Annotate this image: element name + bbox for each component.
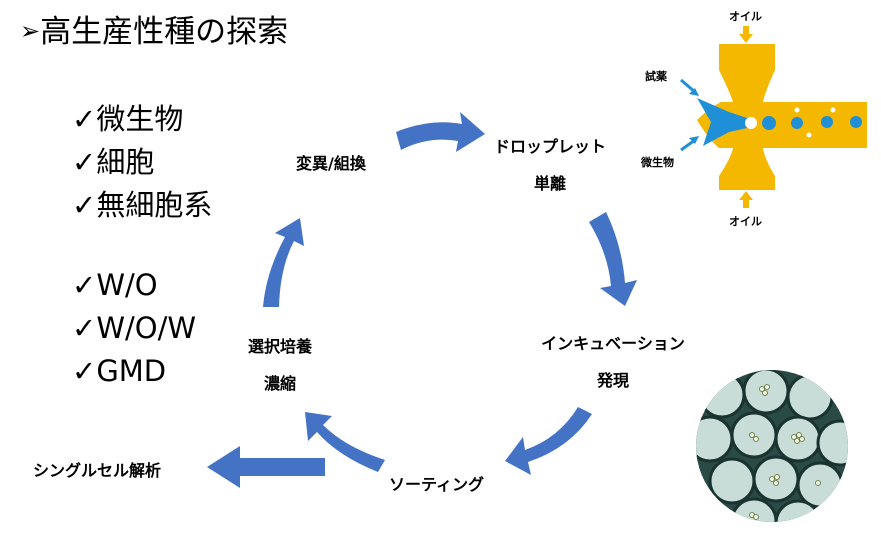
chip-channel <box>697 44 867 190</box>
droplet-cell <box>794 107 800 113</box>
bullet-arrow-icon: ➢ <box>20 17 41 45</box>
micro-cells <box>749 384 821 520</box>
microbe-label: 微生物 <box>640 155 674 169</box>
list-item: ✓W/O/W <box>72 311 197 345</box>
label-incubation-line1: インキュベーション <box>541 334 685 353</box>
label-droplet: ドロップレット 単離 <box>484 133 616 194</box>
label-selection-line1: 選択培養 <box>247 337 312 356</box>
droplet <box>762 116 776 130</box>
droplet-cell <box>806 132 812 138</box>
check-icon: ✓ <box>72 311 97 345</box>
list-item: ✓微生物 <box>72 102 184 136</box>
label-selection-line2: 濃縮 <box>263 374 296 393</box>
droplet <box>791 117 803 129</box>
check-icon: ✓ <box>72 188 97 222</box>
micro-droplet <box>696 415 734 463</box>
emulsion-list: ✓W/O ✓W/O/W ✓GMD <box>72 264 196 393</box>
list-item: ✓無細胞系 <box>72 188 213 222</box>
micro-droplet <box>774 499 822 522</box>
label-droplet-line2: 単離 <box>533 174 566 193</box>
arrow-droplet-to-incubation <box>589 212 637 306</box>
droplet-chip-illustration: オイル オイル 試薬 微生物 <box>640 10 867 228</box>
micro-droplet <box>708 457 756 505</box>
label-incubation: インキュベーション 発現 <box>528 330 698 391</box>
oil-bottom-arrow <box>739 191 753 208</box>
list-item: ✓W/O <box>72 268 158 302</box>
oil-top-arrow <box>739 26 753 43</box>
reagent-label: 試薬 <box>645 69 668 83</box>
arrow-to-single-cell <box>207 446 325 488</box>
label-mutation: 変異/組換 <box>296 154 366 173</box>
check-icon: ✓ <box>72 145 97 179</box>
droplet-cell <box>830 107 836 113</box>
label-selection: 選択培養 濃縮 <box>232 333 328 394</box>
microbe-arrow <box>680 138 696 152</box>
label-incubation-line2: 発現 <box>596 371 629 390</box>
reagent-stream <box>697 98 747 146</box>
micro-droplet <box>786 373 834 421</box>
reagent-arrowhead <box>689 88 699 96</box>
reagent-arrow <box>680 78 696 94</box>
arrow-mutation-to-droplet <box>396 112 485 152</box>
oil-bottom-label: オイル <box>729 215 762 228</box>
check-icon: ✓ <box>72 354 97 388</box>
label-droplet-line1: ドロップレット <box>493 137 606 156</box>
list-item: ✓GMD <box>72 354 167 388</box>
droplet <box>821 116 833 128</box>
micro-droplet <box>698 371 746 419</box>
droplet <box>850 116 862 128</box>
page-title: ➢高生産性種の探索 <box>20 12 288 54</box>
organism-list: ✓微生物 ✓細胞 ✓無細胞系 <box>72 98 212 227</box>
check-icon: ✓ <box>72 102 97 136</box>
droplet <box>745 117 757 129</box>
list-item: ✓細胞 <box>72 145 155 179</box>
microbe-arrowhead <box>689 136 699 144</box>
micro-droplet <box>816 419 848 467</box>
label-sorting: ソーティング <box>389 475 485 494</box>
arrow-sorting-to-selection <box>305 412 385 472</box>
arrow-incubation-to-sorting <box>505 407 592 475</box>
droplet-micrograph <box>696 370 848 522</box>
arrow-selection-to-mutation <box>263 218 304 307</box>
oil-top-label: オイル <box>729 10 762 23</box>
title-text: 高生産性種の探索 <box>40 14 289 50</box>
label-single-cell: シングルセル解析 <box>33 461 162 480</box>
check-icon: ✓ <box>72 268 97 302</box>
